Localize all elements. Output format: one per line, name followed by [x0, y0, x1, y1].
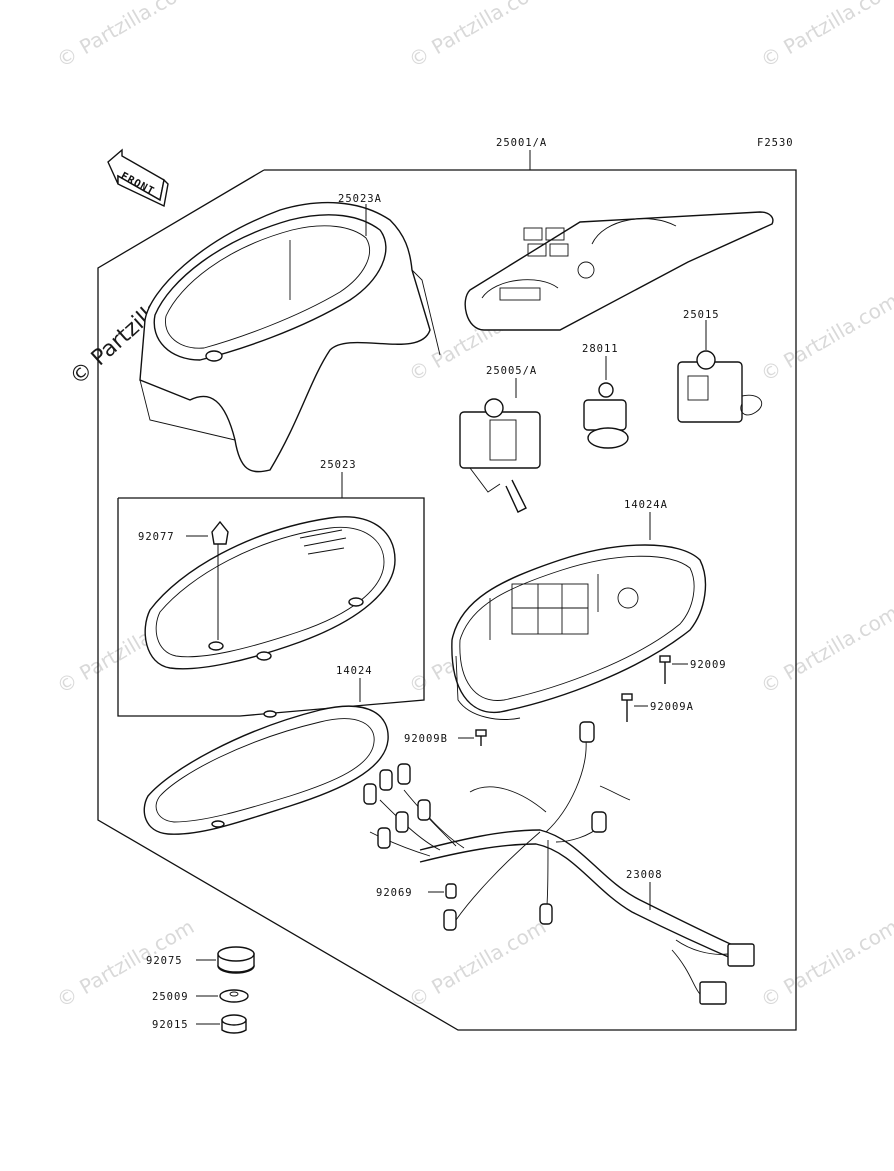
- screw-92009a: [621, 693, 633, 722]
- speedometer-unit: [459, 398, 541, 513]
- assembly-frame: [97, 169, 797, 1031]
- watermark: © Partzilla.com: [757, 914, 894, 1012]
- tachometer-label: 25015: [683, 309, 720, 321]
- small-meter-label: 28011: [582, 343, 619, 355]
- dial-panel: [464, 211, 774, 331]
- screw-a-label: 92009A: [650, 701, 694, 713]
- speedometer-label: 25005/A: [486, 365, 537, 377]
- damper-label: 92075: [146, 955, 183, 967]
- screw-b-label: 92009B: [404, 733, 448, 745]
- watermark: © Partzilla.com: [757, 288, 894, 386]
- assembly-label: 25001/A: [496, 137, 547, 149]
- front-arrow-icon: FRONT: [107, 148, 169, 208]
- bulb: [445, 883, 457, 899]
- gasket-ring: [143, 705, 389, 835]
- meter-case: [451, 544, 707, 720]
- wire-harness: [363, 721, 755, 1005]
- damper: [217, 946, 255, 974]
- cover-set-label: 25023: [320, 459, 357, 471]
- case-label: 14024A: [624, 499, 668, 511]
- watermark: © Partzilla.com: [405, 914, 551, 1012]
- lower-cover: [144, 516, 396, 670]
- tachometer-unit: [677, 350, 763, 423]
- screw-92009: [659, 655, 671, 684]
- screw-92009b: [475, 729, 487, 746]
- screw-label: 92009: [690, 659, 727, 671]
- watermark: © Partzilla.com: [405, 0, 551, 72]
- nut: [221, 1014, 247, 1034]
- gasket-label: 14024: [336, 665, 373, 677]
- upper-cover: [139, 201, 441, 473]
- watermark: © Partzilla.com: [53, 0, 199, 72]
- small-meter-unit: [583, 382, 629, 449]
- nut-label: 92015: [152, 1019, 189, 1031]
- watermark: © Partzilla.com: [757, 0, 894, 72]
- watermark-layer: © Partzilla.com © Partzilla.com © Partzi…: [53, 0, 894, 1012]
- bulb-label: 92069: [376, 887, 413, 899]
- harness-label: 23008: [626, 869, 663, 881]
- washer: [219, 989, 249, 1003]
- diagram-code: F2530: [757, 137, 794, 149]
- watermark: © Partzilla.com: [757, 600, 894, 698]
- upper-cover-label: 25023A: [338, 193, 382, 205]
- grommet-top-label: 92077: [138, 531, 175, 543]
- washer-label: 25009: [152, 991, 189, 1003]
- grommet-top: [211, 520, 229, 640]
